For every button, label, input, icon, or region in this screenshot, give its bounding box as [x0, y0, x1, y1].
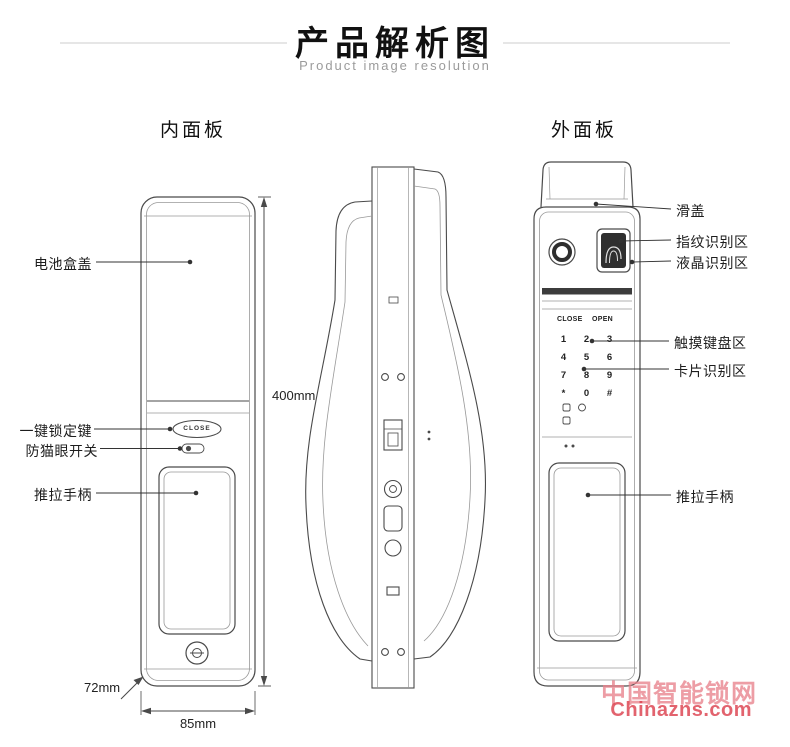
- keypad-key-5: 5: [583, 352, 590, 363]
- inner-close-button-label: CLOSE: [183, 425, 211, 432]
- keypad-key-7: 7: [560, 370, 567, 381]
- keypad-open-label: OPEN: [592, 316, 614, 323]
- inner-panel-header: 内面板: [160, 120, 227, 141]
- dimension-lines: [120, 196, 271, 715]
- fingerprint-icon: [596, 228, 631, 273]
- label-slide-cover: 滑盖: [676, 203, 705, 219]
- outer-panel-header: 外面板: [551, 120, 618, 141]
- keypad-key-star: *: [561, 388, 566, 399]
- inner-panel-drawing: [140, 196, 256, 687]
- label-touch-keypad-area: 触摸键盘区: [674, 335, 747, 351]
- label-anti-peephole-switch: 防猫眼开关: [25, 443, 98, 459]
- label-one-key-lock: 一键锁定键: [19, 423, 92, 439]
- page-subtitle: Product image resolution: [299, 58, 491, 73]
- keypad-key-2: 2: [583, 334, 590, 345]
- label-battery-cover: 电池盒盖: [34, 256, 92, 272]
- keypad-key-9: 9: [606, 370, 613, 381]
- keypad-key-4: 4: [560, 352, 567, 363]
- dimension-height: 400mm: [272, 388, 316, 403]
- label-fingerprint-area: 指纹识别区: [676, 234, 749, 250]
- keypad-key-0: 0: [583, 388, 590, 399]
- outer-handle-recess: [548, 462, 626, 642]
- dimension-depth: 72mm: [84, 680, 121, 695]
- one-key-lock-button: [172, 420, 222, 438]
- keypad-close-label: CLOSE: [557, 316, 583, 323]
- keypad-key-8: 8: [583, 370, 590, 381]
- keypad-key-6: 6: [606, 352, 613, 363]
- leader-lines: [94, 201, 672, 498]
- outer-panel-drawing: [533, 161, 641, 687]
- slide-cover: [540, 161, 634, 208]
- label-inner-handle: 推拉手柄: [34, 487, 92, 503]
- keypad-key-hash: #: [606, 388, 613, 399]
- watermark-site-url: Chinazns.com: [610, 699, 752, 721]
- dimension-width: 85mm: [179, 716, 217, 731]
- keypad-indicator-icons: [562, 403, 586, 425]
- label-card-reader-area: 卡片识别区: [674, 363, 747, 379]
- touch-keypad: 1 2 3 4 5 6 7 8 9 * 0 #: [552, 331, 621, 403]
- camera-lens-icon: [548, 238, 576, 266]
- mortise-details: [381, 296, 431, 656]
- watermark-site-name: 中国智能锁网: [600, 680, 757, 708]
- side-view-drawing: [305, 166, 487, 689]
- label-lcd-area: 液晶识别区: [676, 255, 749, 271]
- keypad-key-3: 3: [606, 334, 613, 345]
- label-outer-handle: 推拉手柄: [676, 489, 734, 505]
- lcd-strip: [542, 288, 632, 295]
- keypad-key-1: 1: [560, 334, 567, 345]
- keyhole-icon: [185, 641, 209, 665]
- page-title: 产品解析图: [295, 25, 495, 63]
- inner-handle-recess: [158, 466, 236, 635]
- anti-peephole-switch: [181, 443, 205, 454]
